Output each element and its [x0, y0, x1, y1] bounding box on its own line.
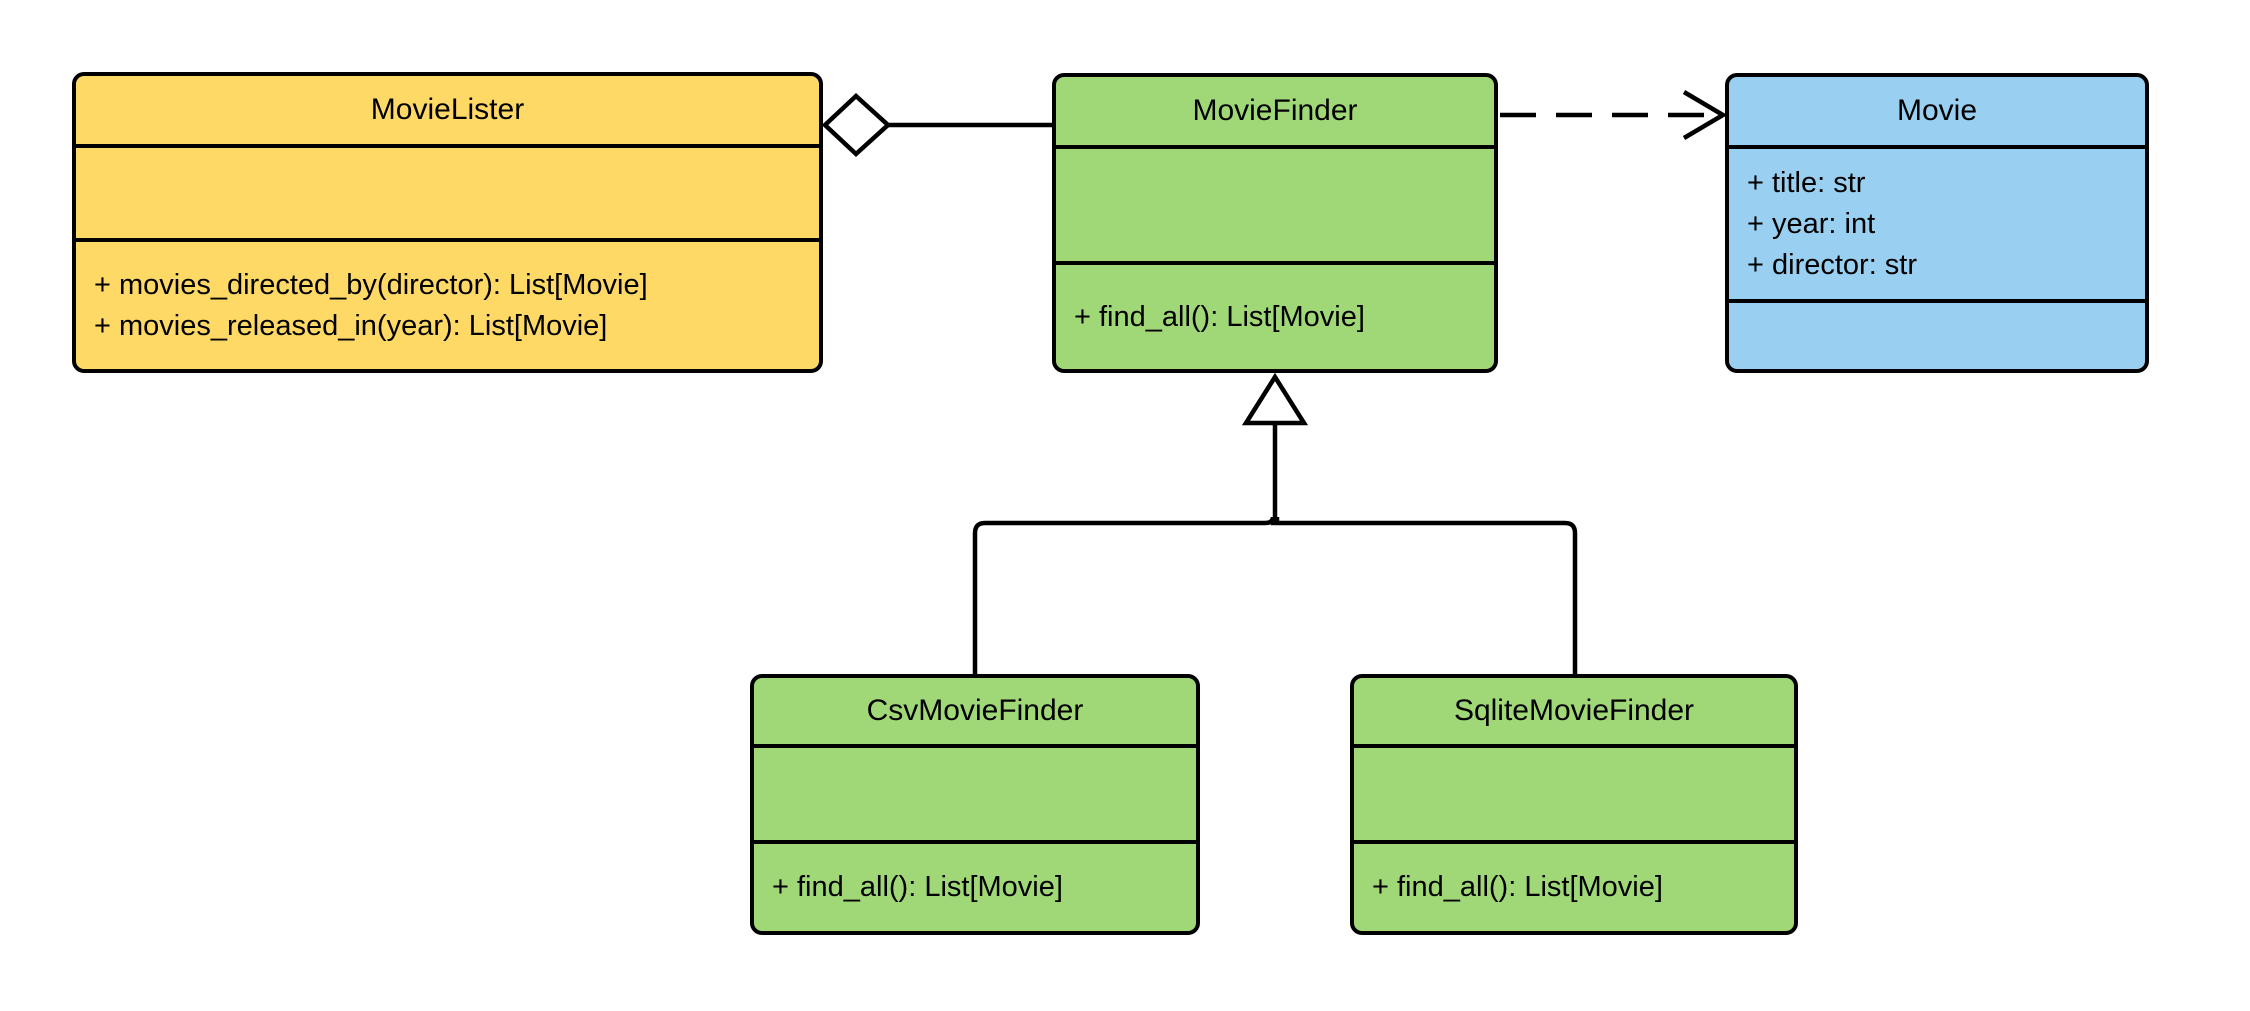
method-item: + movies_directed_by(director): List[Mov… — [94, 268, 648, 301]
class-moviefinder: MovieFinder + find_all(): List[Movie] — [1052, 73, 1498, 373]
method-item: + find_all(): List[Movie] — [1074, 300, 1365, 333]
methods-compartment: + find_all(): List[Movie] — [1056, 261, 1494, 369]
class-sqlitemoviefinder: SqliteMovieFinder + find_all(): List[Mov… — [1350, 674, 1798, 935]
class-movielister: MovieLister + movies_directed_by(directo… — [72, 72, 823, 373]
inheritance-rail — [972, 516, 1578, 676]
attribute-item: + title: str — [1747, 166, 1866, 199]
dependency-connector — [1500, 90, 1728, 140]
method-item: + find_all(): List[Movie] — [772, 871, 1063, 903]
methods-compartment: + find_all(): List[Movie] — [754, 840, 1196, 931]
attributes-compartment — [76, 144, 819, 238]
attributes-compartment — [1056, 145, 1494, 261]
dependency-arrowhead-icon — [1682, 90, 1728, 140]
aggregation-connector — [821, 92, 1054, 158]
attribute-item: + director: str — [1747, 248, 1918, 281]
class-csvmoviefinder: CsvMovieFinder + find_all(): List[Movie] — [750, 674, 1200, 935]
aggregation-diamond-icon — [821, 92, 892, 158]
methods-compartment — [1729, 299, 2145, 369]
attribute-item: + year: int — [1747, 207, 1876, 240]
class-title: MovieLister — [370, 93, 525, 126]
class-movie: Movie + title: str + year: int + directo… — [1725, 73, 2149, 373]
class-title: MovieFinder — [1192, 94, 1358, 127]
inheritance-triangle-icon — [1241, 372, 1309, 426]
methods-compartment: + movies_directed_by(director): List[Mov… — [76, 238, 819, 369]
method-item: + find_all(): List[Movie] — [1372, 871, 1663, 903]
attributes-compartment: + title: str + year: int + director: str — [1729, 145, 2145, 299]
methods-compartment: + find_all(): List[Movie] — [1354, 840, 1794, 931]
class-title: SqliteMovieFinder — [1453, 694, 1695, 727]
attributes-compartment — [754, 744, 1196, 840]
class-title: CsvMovieFinder — [866, 694, 1084, 727]
class-title: Movie — [1896, 94, 1978, 127]
attributes-compartment — [1354, 744, 1794, 840]
method-item: + movies_released_in(year): List[Movie] — [94, 309, 608, 342]
inheritance-connector — [972, 372, 1578, 676]
